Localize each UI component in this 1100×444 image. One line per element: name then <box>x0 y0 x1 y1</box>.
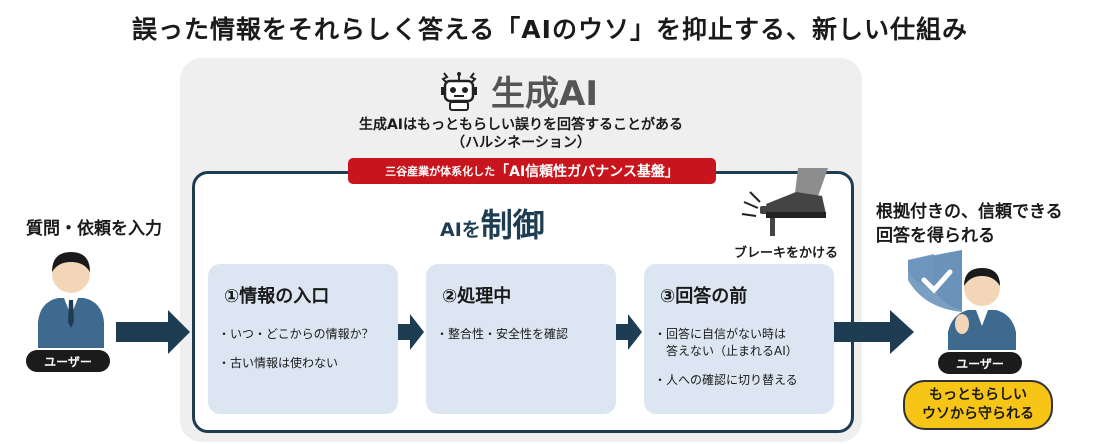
user-avatar <box>38 252 104 348</box>
description-line-1: 生成AIはもっともらしい誤りを回答することがある <box>358 117 684 133</box>
stage-item: ・いつ・どこからの情報か？ <box>218 327 374 341</box>
result-line-2: ウソから守られる <box>922 406 1034 422</box>
stage-title: ①情報の入口 <box>224 286 330 307</box>
user-tag: ユーザー <box>938 352 1022 374</box>
arrow-stage3-to-user <box>834 310 914 354</box>
generative-ai-header: 生成AI <box>437 66 598 115</box>
brake-pedal-icon <box>741 168 828 236</box>
stage-items: ・整合性・安全性を確認 <box>436 326 568 355</box>
stage-title: ②処理中 <box>442 286 512 307</box>
hallucination-description: 生成AIはもっともらしい誤りを回答することがある （ハルシネーション） <box>180 116 862 152</box>
stage-items: ・回答に自信がない時は 答えない（止まれるAI） ・人への確認に切り替える <box>654 326 798 401</box>
governance-badge: 三谷産業が体系化した 「AI信頼性ガバナンス基盤」 <box>348 158 716 184</box>
protection-result-badge: もっともらしい ウソから守られる <box>903 380 1053 430</box>
stage-input: ①情報の入口 ・いつ・どこからの情報か？ ・古い情報は使わない <box>208 264 398 414</box>
robot-icon <box>441 71 477 111</box>
arrow-user-to-stage1 <box>116 310 190 354</box>
stage-processing: ②処理中 ・整合性・安全性を確認 <box>426 264 616 414</box>
result-line-1: もっともらしい <box>929 387 1027 403</box>
user-result-label: 根拠付きの、信頼できる 回答を得られる <box>876 200 1096 248</box>
description-line-2: （ハルシネーション） <box>451 135 591 151</box>
page-title: 誤った情報をそれらしく答える「AIのウソ」を抑止する、新しい仕組み <box>132 15 968 44</box>
generative-ai-label: 生成AI <box>491 74 598 114</box>
badge-name: 「AI信頼性ガバナンス基盤」 <box>495 164 679 180</box>
arrow-stage2-to-stage3 <box>616 314 642 350</box>
brake-label: ブレーキをかける <box>734 246 839 261</box>
user-tag: ユーザー <box>26 350 110 372</box>
stage-item: ・古い情報は使わない <box>218 356 339 370</box>
stage-item: ・整合性・安全性を確認 <box>436 327 569 341</box>
stage-title: ③回答の前 <box>660 286 748 307</box>
result-label-line-1: 根拠付きの、信頼できる <box>876 202 1063 222</box>
control-prefix: AIを <box>440 219 481 241</box>
stage-item: ・回答に自信がない時は 答えない（止まれるAI） <box>654 327 798 358</box>
control-heading: AIを 制御 <box>440 200 545 246</box>
badge-prefix: 三谷産業が体系化した <box>385 165 496 178</box>
stage-before-answer: ③回答の前 ・回答に自信がない時は 答えない（止まれるAI） ・人への確認に切り… <box>644 264 834 414</box>
control-main: 制御 <box>480 206 545 244</box>
stage-items: ・いつ・どこからの情報か？ ・古い情報は使わない <box>218 326 374 384</box>
protected-user-avatar <box>908 250 1016 350</box>
user-input-label: 質問・依頼を入力 <box>26 219 162 239</box>
arrow-stage1-to-stage2 <box>398 314 424 350</box>
result-label-line-2: 回答を得られる <box>876 226 995 246</box>
stage-item: ・人への確認に切り替える <box>654 373 798 387</box>
